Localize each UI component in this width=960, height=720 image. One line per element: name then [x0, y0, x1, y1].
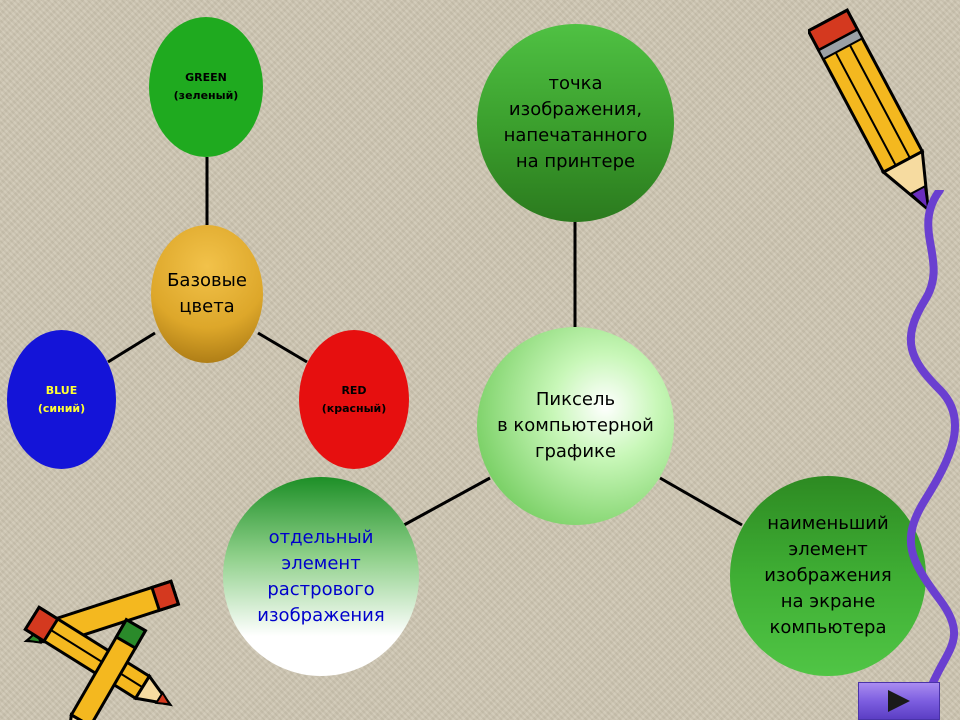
play-next-icon — [888, 690, 910, 712]
pixel-node: Пиксель в компьютерной графике — [477, 327, 674, 525]
green-subtitle: (зеленый) — [173, 89, 239, 102]
squiggle-decoration — [906, 190, 959, 690]
printed-dot-line2: изображения, — [508, 99, 643, 120]
green-node: GREEN (зеленый) — [149, 17, 263, 157]
raster-element-line1: отдельный — [268, 526, 374, 548]
red-subtitle: (красный) — [321, 401, 387, 415]
blue-node: BLUE (синий) — [7, 330, 116, 469]
red-title: RED — [341, 383, 367, 397]
pixel-line2: в компьютерной — [497, 415, 654, 436]
connector-pixel-raster — [403, 476, 491, 527]
raster-element-line2: элемент — [281, 552, 361, 574]
blue-subtitle: (синий) — [37, 401, 86, 415]
connector-base-red — [257, 331, 308, 364]
printed-dot-line4: на принтере — [515, 151, 636, 172]
smallest-element-line5: компьютера — [769, 617, 887, 638]
smallest-element-node: наименьший элемент изображения на экране… — [730, 476, 926, 676]
raster-element-line3: растрового — [267, 578, 375, 600]
pixel-line3: графике — [535, 441, 616, 462]
smallest-element-line1: наименьший — [767, 513, 889, 534]
printed-dot-node: точка изображения, напечатанного на прин… — [477, 24, 674, 222]
printed-dot-line3: напечатанного — [503, 125, 648, 146]
connector-base-blue — [107, 331, 156, 364]
pixel-line1: Пиксель — [535, 389, 616, 410]
blue-title: BLUE — [45, 383, 78, 397]
base-colors-line1: Базовые — [167, 270, 247, 291]
crossed-pencils-icon — [23, 579, 181, 720]
red-node: RED (красный) — [299, 330, 409, 469]
printed-dot-line1: точка — [548, 73, 603, 94]
raster-element-node: отдельный элемент растрового изображения — [223, 477, 419, 676]
green-title: GREEN — [185, 71, 227, 84]
smallest-element-line2: элемент — [788, 539, 868, 560]
raster-element-line4: изображения — [257, 604, 385, 626]
base-colors-node: Базовые цвета — [151, 225, 263, 363]
next-slide-button[interactable] — [858, 682, 940, 720]
connector-pixel-smallest — [659, 476, 743, 527]
smallest-element-line4: на экране — [780, 591, 876, 612]
pencil-icon — [808, 8, 931, 213]
base-colors-line2: цвета — [179, 296, 235, 317]
smallest-element-line3: изображения — [764, 565, 892, 586]
